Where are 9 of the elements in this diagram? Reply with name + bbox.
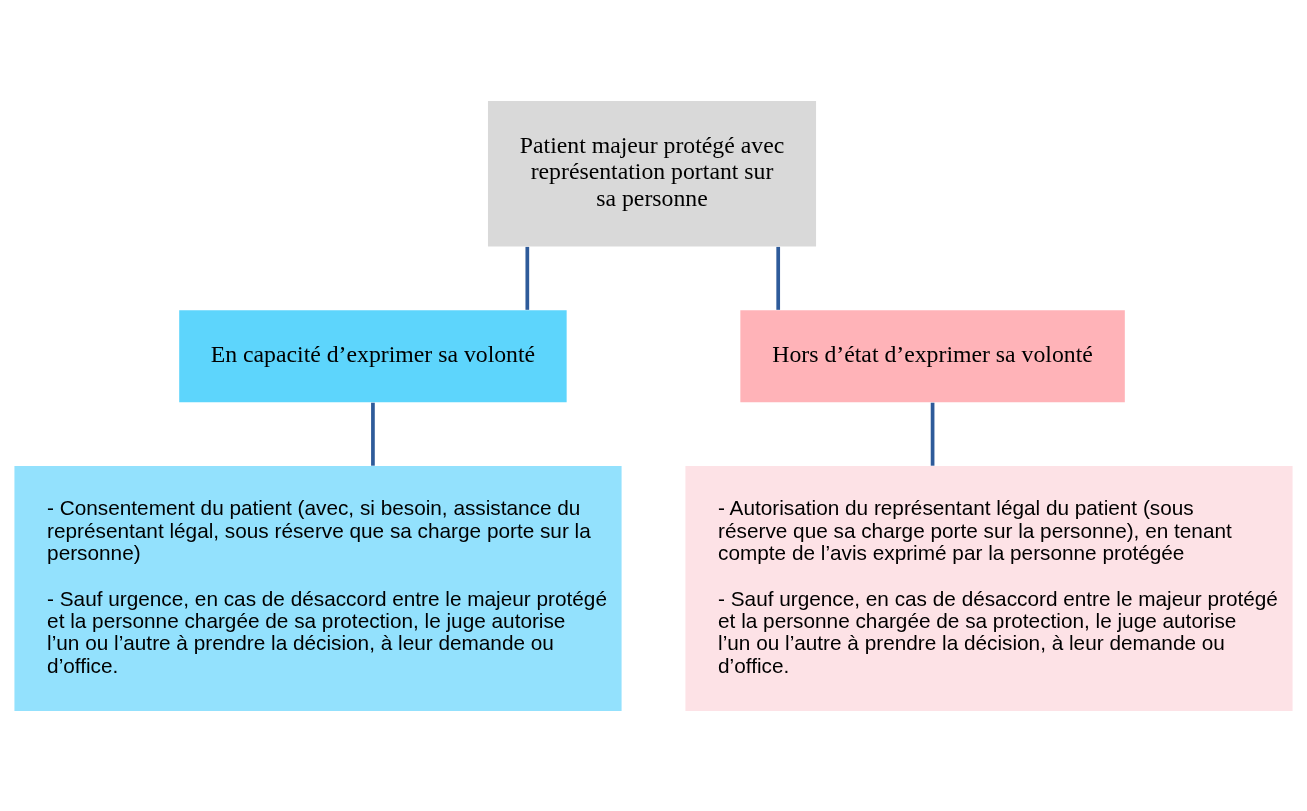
node-box: - Consentement du patient (avec, si besoin, assistance du représentant légal, sous réserve que sa charge porte sur la personne) - Sauf urgence, en cas de désaccord entre le majeur protégé et la personne chargée de sa protection, le juge autorise l’un ou l’autre à prendre la décision, à leur demande ou d’office.: [14, 465, 622, 711]
node-box: En capacité d’exprimer sa volonté: [179, 309, 567, 402]
connector: [371, 402, 375, 466]
node-box: - Autorisation du représentant légal du patient (sous réserve que sa charge porte sur la personne), en tenant compte de l’avis exprimé par la personne protégée - Sauf urgence, en cas de désaccord entre le majeur protégé et la personne chargée de sa protection, le juge autorise l’un ou l’autre à prendre la décision, à leur demande ou d’office.: [685, 465, 1293, 711]
connector: [776, 246, 781, 310]
connector: [930, 402, 935, 466]
connector: [525, 246, 530, 310]
node-box: Hors d’état d’exprimer sa volonté: [740, 309, 1125, 402]
node-box: Patient majeur protégé avec représentation portant sur sa personne: [488, 100, 817, 246]
